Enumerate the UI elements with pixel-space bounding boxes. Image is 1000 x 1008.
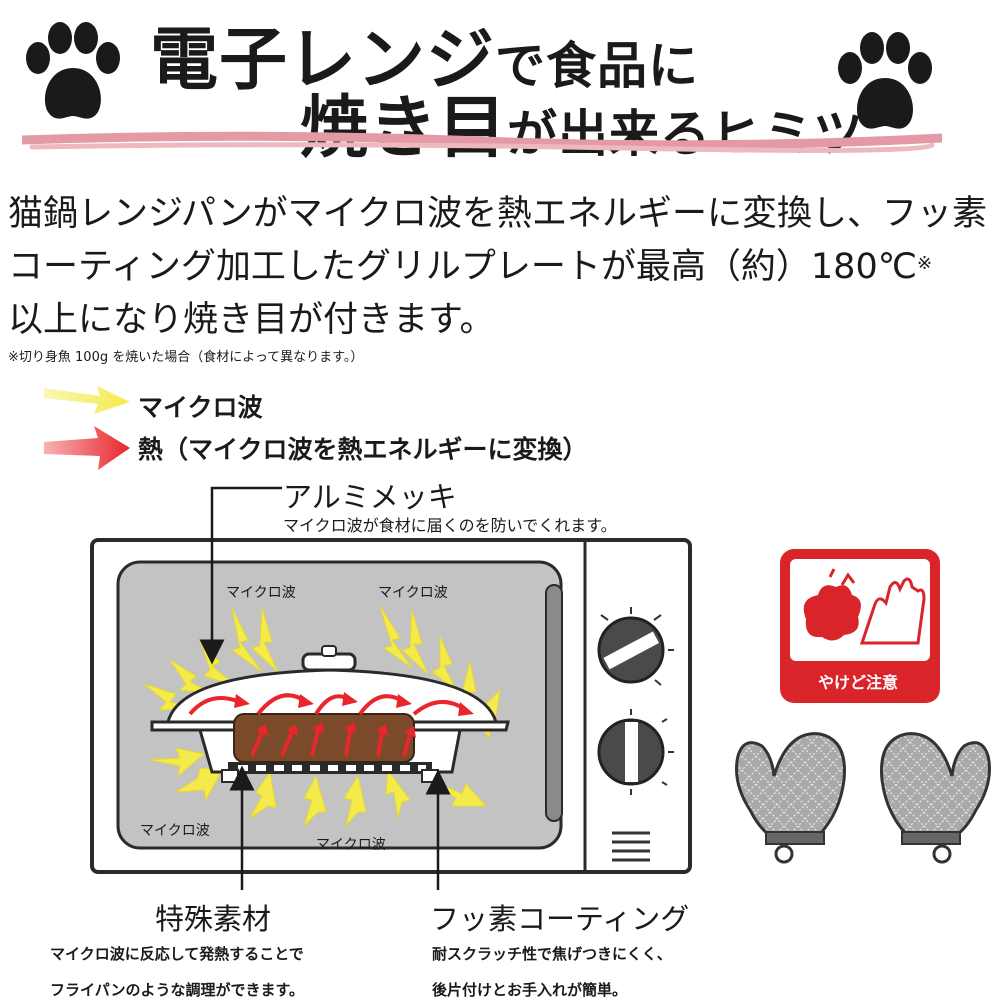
microwave-arrow-icon — [44, 386, 130, 414]
microwave-label: マイクロ波 — [378, 585, 448, 601]
paw-icon — [26, 22, 120, 119]
oven-mitt-icon — [735, 732, 846, 864]
aluminum-desc: マイクロ波が食材に届くのを防いでくれます。 — [283, 516, 617, 535]
intro-line: 猫鍋レンジパンがマイクロ波を熱エネルギーに変換し、フッ素 — [8, 194, 987, 234]
intro-paragraph: 猫鍋レンジパンがマイクロ波を熱エネルギーに変換し、フッ素 コーティング加工したグ… — [8, 188, 998, 347]
oven-mitt-icon — [880, 732, 991, 864]
burn-warning-label: やけど注意 — [818, 673, 899, 692]
heat-arrow-icon — [44, 426, 130, 470]
page-title-line2: 焼き目が出来るヒミツ — [300, 72, 864, 171]
footnote-mark: ※ — [917, 253, 933, 274]
special-material-title: 特殊素材 — [155, 902, 272, 936]
paw-icon — [838, 32, 932, 129]
page-title-line1: 電子レンジで食品に — [150, 4, 699, 103]
title-rest: が出来るヒミツ — [507, 105, 865, 163]
title-emphasis: 焼き目 — [300, 89, 508, 168]
microwave-label: マイクロ波 — [226, 585, 296, 601]
fluoro-coating-title: フッ素コーティング — [430, 902, 690, 936]
microwave-label: マイクロ波 — [316, 837, 386, 853]
title-underline — [22, 131, 942, 153]
fluoro-coating-desc: 耐スクラッチ性で焦げつきにくく、 後片付けとお手入れが簡単。 — [432, 945, 672, 999]
burn-warning-icon — [780, 549, 940, 703]
microwave-label: マイクロ波 — [140, 823, 210, 839]
legend-heat: 熱（マイクロ波を熱エネルギーに変換） — [138, 435, 588, 464]
title-emphasis: 電子レンジ — [150, 21, 496, 100]
aluminum-title: アルミメッキ — [283, 480, 457, 514]
footnote: ※切り身魚 100g を焼いた場合（食材によって異なります。） — [8, 350, 364, 365]
legend-microwave: マイクロ波 — [138, 393, 263, 422]
intro-line: 以上になり焼き目が付きます。 — [8, 300, 495, 340]
title-rest: で食品に — [495, 37, 700, 95]
intro-line: コーティング加工したグリルプレートが最高（約）180℃※ — [8, 247, 933, 287]
microwave-diagram — [90, 486, 692, 890]
special-material-desc: マイクロ波に反応して発熱することで フライパンのような調理ができます。 — [50, 945, 304, 999]
